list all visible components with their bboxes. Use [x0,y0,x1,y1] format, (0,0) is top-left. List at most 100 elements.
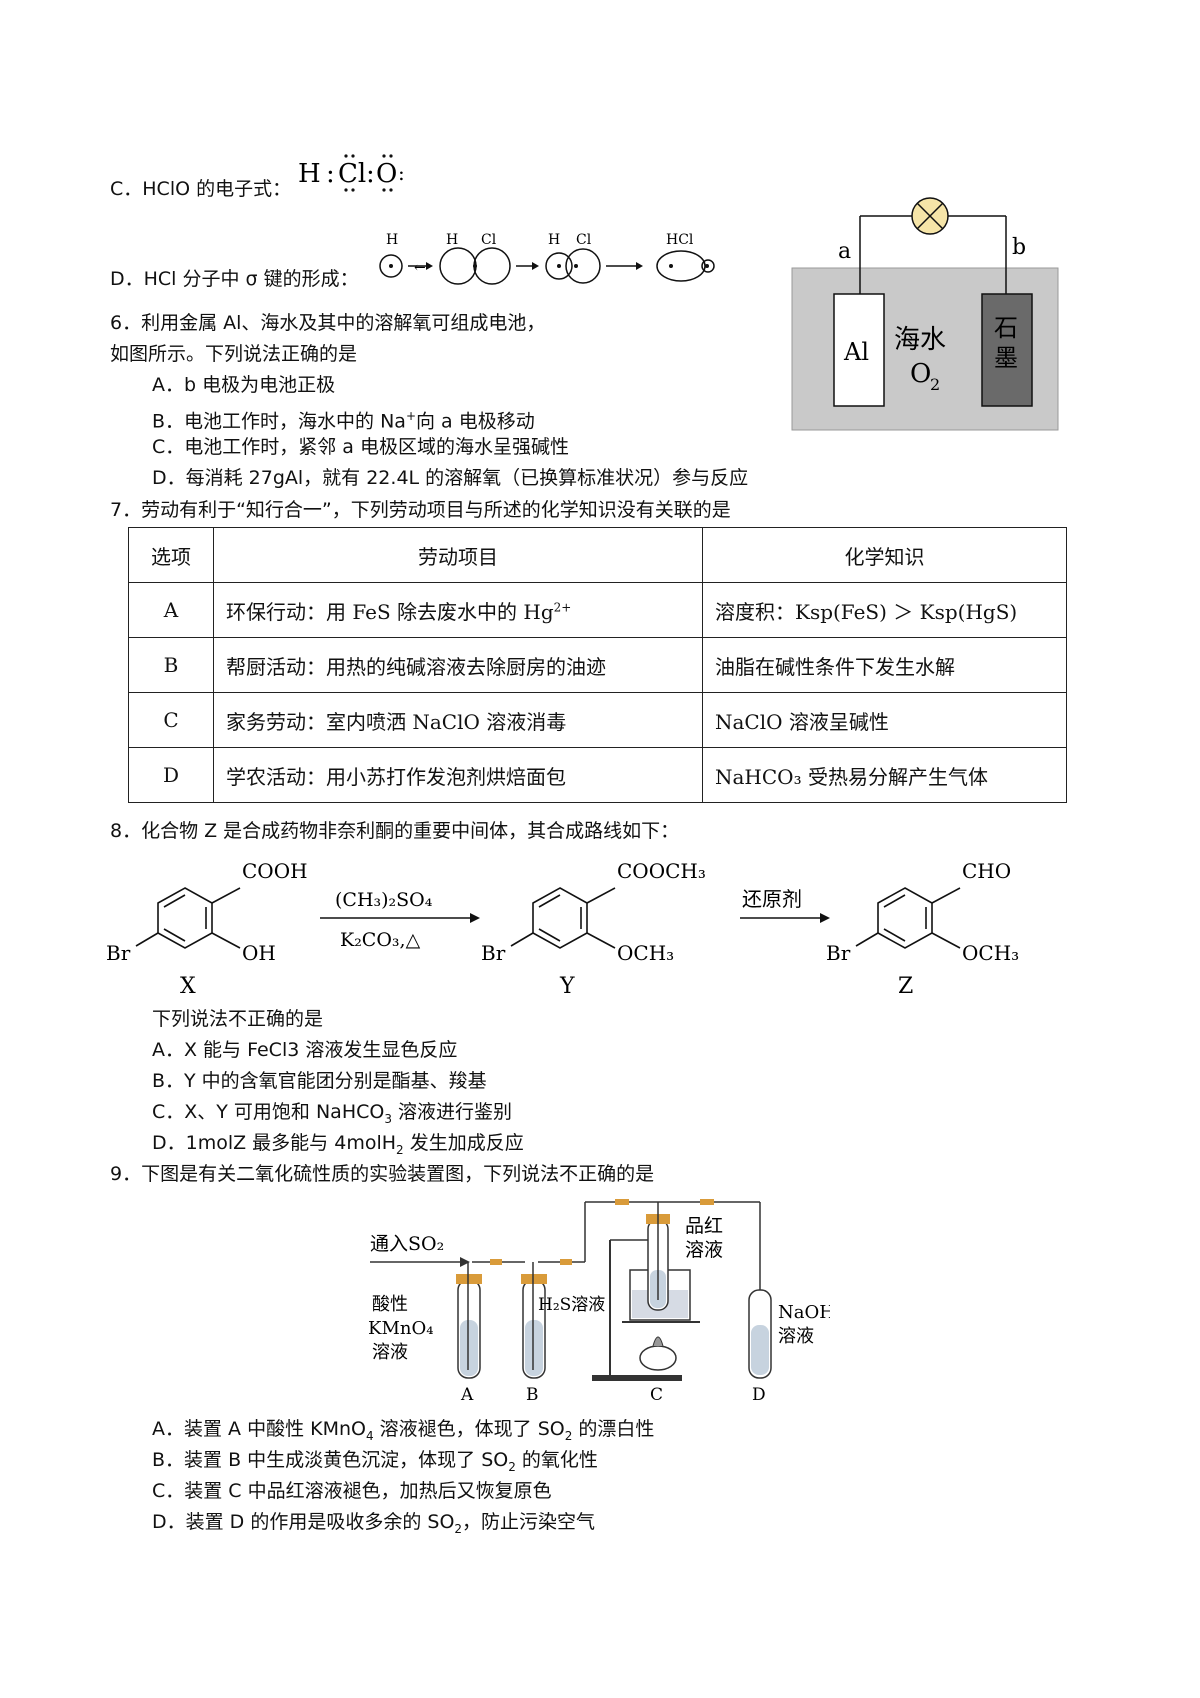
compound-y-structure [510,887,616,949]
q7-row-knowledge: 油脂在碱性条件下发生水解 [702,637,1067,693]
q7-header-knowledge: 化学知识 [702,527,1067,583]
q8-sub-stem: 下列说法不正确的是 [152,1008,324,1030]
q8-option-b: B．Y 中的含氧官能团分别是酯基、羧基 [152,1070,487,1092]
letter-a: A [460,1385,474,1405]
compound-x-br: Br [106,941,131,965]
q6-option-b: B．电池工作时，海水中的 Na+向 a 电极移动 [152,403,535,434]
compound-x-cooh: COOH [242,859,308,883]
q8-option-c: C．X、Y 可用饱和 NaHCO3 溶液进行鉴别 [152,1099,512,1132]
hclo-colon-3: : [398,161,405,185]
q6-stem-2: 如图所示。下列说法正确的是 [110,343,358,365]
q9-option-d: D．装置 D 的作用是吸收多余的 SO2，防止污染空气 [152,1509,595,1542]
test-tube-b [521,1262,547,1379]
q6-option-b-text-1: B．电池工作时，海水中的 Na [152,410,406,433]
label-hcl: HCl [666,232,694,248]
q7-row-task: 帮厨活动：用热的纯碱溶液去除厨房的油迹 [213,637,703,693]
q5-option-c-text: C．HClO 的电子式： [110,178,292,200]
reagent-1-bottom: K₂CO₃,△ [340,929,421,951]
compound-y-br: Br [481,941,506,965]
sigma-bond-formation-diagram: H H Cl ← H Cl HCl [379,232,715,285]
q7-table-header: 选项 劳动项目 化学知识 [128,527,1067,583]
table-row: A 环保行动：用 FeS 除去废水中的 Hg2+ 溶度积：Ksp(FeS) ＞ … [128,582,1067,638]
q8-synthesis-scheme: COOH Br OH X (CH₃)₂SO₄ K₂CO₃,△ COOCH₃ Br… [106,859,1019,998]
letter-c: C [650,1385,663,1405]
label-cl-2: Cl [576,232,592,248]
oxygen-label: O [910,359,931,389]
letter-d: D [752,1385,766,1405]
test-tube-d [748,1289,772,1379]
electrode-label-b: b [1012,235,1026,260]
q9-option-a-sub: 4 [365,1428,374,1443]
q7-row-task-text: 环保行动：用 FeS 除去废水中的 Hg [226,599,554,624]
q7-row-option: C [128,692,214,748]
q8-option-c-text-2: 溶液进行鉴别 [391,1101,513,1123]
test-tube-a [456,1262,482,1379]
al-seawater-battery-figure: a b Al 石 墨 海水 O 2 [791,197,1059,431]
hclo-o: O [376,159,397,189]
q9-option-b-sub: 2 [508,1459,516,1474]
q9-option-d-text-2: ，防止污染空气 [462,1511,596,1533]
graphite-label-1: 石 [994,314,1018,342]
letter-b: B [526,1385,539,1405]
tube-a-label-2: KMnO₄ [368,1318,433,1339]
q9-stem: 9．下图是有关二氧化硫性质的实验装置图，下列说法不正确的是 [110,1163,655,1185]
q8-option-a: A．X 能与 FeCl3 溶液发生显色反应 [152,1039,458,1061]
q6-option-b-text-2: 向 a 电极移动 [416,410,535,433]
q9-option-a-text-3: 的漂白性 [572,1418,655,1440]
table-row: C 家务劳动：室内喷洒 NaClO 溶液消毒 NaClO 溶液呈碱性 [128,692,1067,748]
compound-z-structure [855,887,961,949]
q6-option-b-sup: + [405,409,416,423]
q7-stem: 7．劳动有利于“知行合一”，下列劳动项目与所述的化学知识没有关联的是 [110,499,731,521]
q7-row-task: 家务劳动：室内喷洒 NaClO 溶液消毒 [213,692,703,748]
tube-a-label-3: 溶液 [372,1342,408,1363]
al-electrode [833,293,885,407]
q9-option-d-sub: 2 [454,1521,463,1536]
q7-row-option: D [128,747,214,803]
q7-header-task: 劳动项目 [213,527,703,583]
q8-option-d-text-2: 发生加成反应 [403,1132,524,1154]
tube-a-label-1: 酸性 [372,1294,408,1315]
compound-x-label: X [180,974,196,998]
apparatus-c-label-1: 品红 [685,1215,723,1237]
hclo-colon-2: : [366,159,375,189]
q8-stem: 8．化合物 Z 是合成药物非奈利酮的重要中间体，其合成路线如下： [110,820,680,842]
q8-option-d: D．1molZ 最多能与 4molH2 发生加成反应 [152,1130,524,1163]
compound-z-och3: OCH₃ [962,941,1019,965]
so2-inlet-label: 通入SO₂ [370,1233,444,1255]
compound-y-label: Y [559,974,575,998]
q9-option-b-text-1: B．装置 B 中生成淡黄色沉淀，体现了 SO [152,1449,509,1471]
q6-stem-1: 6．利用金属 Al、海水及其中的溶解氧可组成电池， [110,312,546,334]
q7-table: 选项 劳动项目 化学知识 A 环保行动：用 FeS 除去废水中的 Hg2+ 溶度… [128,527,1067,803]
hclo-h: H [298,159,321,189]
tube-d-label-2: 溶液 [778,1326,814,1347]
tube-b-label: H₂S溶液 [538,1295,605,1315]
compound-x-oh: OH [242,941,276,965]
q7-row-knowledge: NaHCO₃ 受热易分解产生气体 [702,747,1067,803]
q6-option-a: A．b 电极为电池正极 [152,374,336,396]
q5-option-d: D．HCl 分子中 σ 键的形成： [110,266,359,292]
q5-option-c: C．HClO 的电子式： [110,176,291,202]
label-h: H [386,232,398,248]
q7-row-option: B [128,637,214,693]
hclo-cl: Cl [338,159,366,189]
q8-option-c-sub: 3 [384,1111,392,1126]
q8-option-d-text-1: D．1molZ 最多能与 4molH [152,1132,397,1154]
q9-option-b: B．装置 B 中生成淡黄色沉淀，体现了 SO2 的氧化性 [152,1447,598,1480]
table-row: B 帮厨活动：用热的纯碱溶液去除厨房的油迹 油脂在碱性条件下发生水解 [128,637,1067,693]
q6-option-d: D．每消耗 27gAl，就有 22.4L 的溶解氧（已换算标准状况）参与反应 [152,467,749,489]
label-h-2: H [446,232,458,248]
q9-option-c: C．装置 C 中品红溶液褪色，加热后又恢复原色 [152,1480,552,1502]
oxygen-subscript: 2 [930,375,940,394]
electrode-label-a: a [838,239,851,264]
q7-row-knowledge: 溶度积：Ksp(FeS) ＞ Ksp(HgS) [702,582,1067,638]
q7-row-task: 学农活动：用小苏打作发泡剂烘焙面包 [213,747,703,803]
reagent-1-top: (CH₃)₂SO₄ [335,889,433,911]
apparatus-c [592,1202,700,1381]
q7-row-knowledge: NaClO 溶液呈碱性 [702,692,1067,748]
tube-d-label-1: NaOH [778,1302,830,1323]
compound-y-cooch3: COOCH₃ [617,859,706,883]
graphite-label-2: 墨 [994,344,1018,372]
q9-option-a-text-2: 溶液褪色，体现了 SO [373,1418,565,1440]
compound-z-br: Br [826,941,851,965]
reagent-2: 还原剂 [742,887,802,911]
